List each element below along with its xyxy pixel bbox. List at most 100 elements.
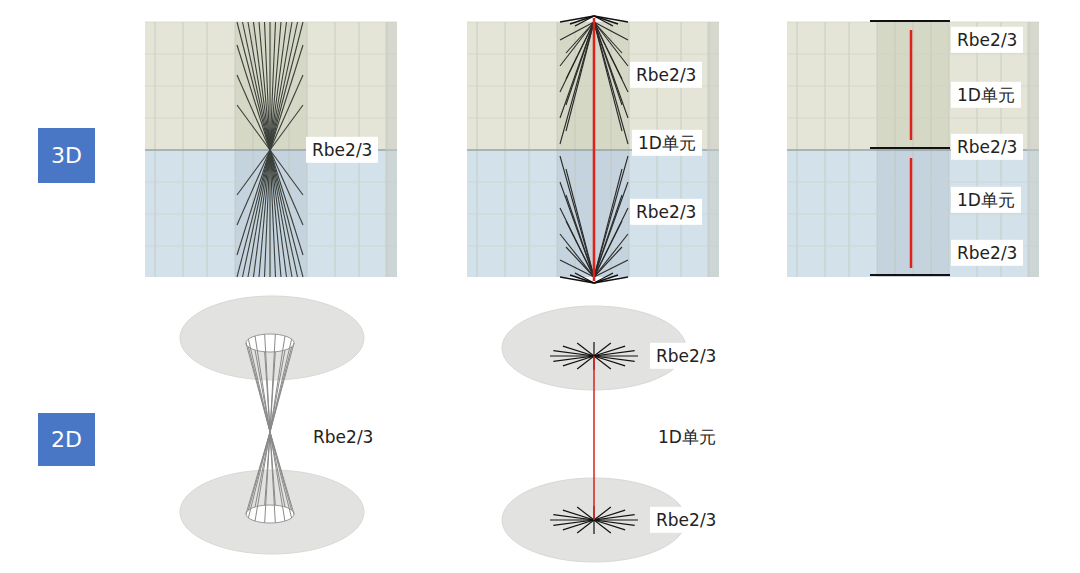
element-label: Rbe2/3 xyxy=(306,137,378,163)
rbe-spoke xyxy=(237,105,270,150)
element-label: Rbe2/3 xyxy=(951,27,1023,53)
rbe-spoke xyxy=(594,520,625,530)
rbe-spoke xyxy=(870,20,950,22)
rbe-spoke xyxy=(270,150,303,277)
element-label: Rbe2/3 xyxy=(951,240,1023,266)
rbe-spoke xyxy=(575,273,594,283)
rbe-spoke xyxy=(870,274,950,276)
rbe-spoke xyxy=(248,22,270,150)
shell-disk xyxy=(180,470,364,554)
rbe-spoke xyxy=(248,432,270,518)
rbe-spoke xyxy=(594,16,613,26)
rbe-spoke xyxy=(563,346,594,356)
rbe-spoke xyxy=(237,150,270,195)
mesh-line xyxy=(787,118,1039,119)
rbe-spoke xyxy=(270,105,303,150)
rbe-spoke xyxy=(594,356,611,369)
rbe-spoke xyxy=(577,343,594,356)
mesh-line xyxy=(145,86,397,87)
rbe-spoke xyxy=(594,356,625,366)
rbe-spoke xyxy=(560,156,594,277)
rbe-spoke xyxy=(594,520,611,533)
rbe-spoke xyxy=(910,30,913,140)
rbe-spoke xyxy=(593,356,595,520)
rbe-spoke xyxy=(265,150,271,277)
rbe-spoke xyxy=(270,432,292,518)
rbe-spoke xyxy=(237,150,270,277)
element-label: 1D单元 xyxy=(632,130,702,156)
rbe-spoke xyxy=(575,16,594,26)
element-label: Rbe2/3 xyxy=(650,343,722,369)
dimension-tag: 2D xyxy=(38,413,95,466)
edge-shade xyxy=(385,22,397,277)
rbe-spoke xyxy=(270,150,303,195)
rbe-spoke xyxy=(246,432,270,514)
rbe-spoke xyxy=(553,356,594,361)
bolt-hole xyxy=(246,334,294,352)
element-label: Rbe2/3 xyxy=(307,424,379,450)
rbe-spoke xyxy=(594,351,635,356)
rbe-spoke xyxy=(270,432,285,507)
row-label: 2D xyxy=(51,427,82,452)
rbe-spoke xyxy=(270,150,303,255)
element-label: Rbe2/3 xyxy=(951,134,1023,160)
rbe-spoke xyxy=(237,45,270,150)
rbe-spoke xyxy=(563,510,594,520)
rbe-spoke xyxy=(594,182,628,277)
rbe-spoke xyxy=(594,515,635,520)
element-label: Rbe2/3 xyxy=(650,507,722,533)
rbe-spoke xyxy=(593,342,594,356)
rbe-spoke xyxy=(594,22,628,118)
mesh-line xyxy=(787,54,1039,55)
rbe-spoke xyxy=(560,182,594,277)
rbe-spoke xyxy=(237,150,270,255)
rbe-spoke xyxy=(265,432,270,505)
dimension-tag: 3D xyxy=(38,128,95,183)
mesh-line xyxy=(145,22,397,23)
rbe-spoke xyxy=(270,75,303,150)
rbe-spoke xyxy=(237,22,270,150)
element-label: 1D单元 xyxy=(951,82,1021,108)
rbe-spoke xyxy=(560,22,594,118)
rbe-spoke xyxy=(270,150,292,277)
rbe-spoke xyxy=(594,273,613,283)
rbe-spoke xyxy=(265,22,271,150)
rbe-spoke xyxy=(255,432,270,507)
rbe-spoke xyxy=(248,150,270,277)
rbe-spoke xyxy=(270,150,303,225)
rbe-spoke xyxy=(270,22,303,150)
rbe-spoke xyxy=(248,432,270,510)
rbe-spoke xyxy=(560,22,594,144)
bolt-hole xyxy=(246,505,294,523)
rbe-spoke xyxy=(553,520,594,525)
mesh-line xyxy=(787,182,1039,183)
edge-shade xyxy=(707,22,719,277)
element-label: 1D单元 xyxy=(951,187,1021,213)
rbe-spoke xyxy=(237,75,270,150)
rbe-spoke xyxy=(270,339,292,432)
mesh-line xyxy=(145,214,397,215)
element-label: Rbe2/3 xyxy=(630,62,702,88)
rbe-spoke xyxy=(270,45,303,150)
element-label: 1D单元 xyxy=(652,424,722,450)
mesh-line xyxy=(145,54,397,55)
rbe-spoke xyxy=(594,156,628,277)
rbe-spoke xyxy=(910,158,913,268)
edge-shade xyxy=(1027,22,1039,277)
mesh-line xyxy=(145,246,397,247)
mesh-line xyxy=(787,22,1039,23)
element-label: Rbe2/3 xyxy=(630,199,702,225)
rbe-spoke xyxy=(248,339,270,432)
rbe-spoke xyxy=(870,147,950,149)
rbe-spoke xyxy=(265,334,270,432)
rbe-spoke xyxy=(577,507,594,520)
rbe-spoke xyxy=(593,18,596,281)
shell-disk xyxy=(180,296,364,380)
rbe-spoke xyxy=(270,432,292,510)
rbe-spoke xyxy=(237,150,270,225)
rbe-spoke xyxy=(270,22,292,150)
rbe-spoke xyxy=(594,22,628,144)
rbe-spoke xyxy=(593,520,594,534)
mesh-line xyxy=(787,214,1039,215)
